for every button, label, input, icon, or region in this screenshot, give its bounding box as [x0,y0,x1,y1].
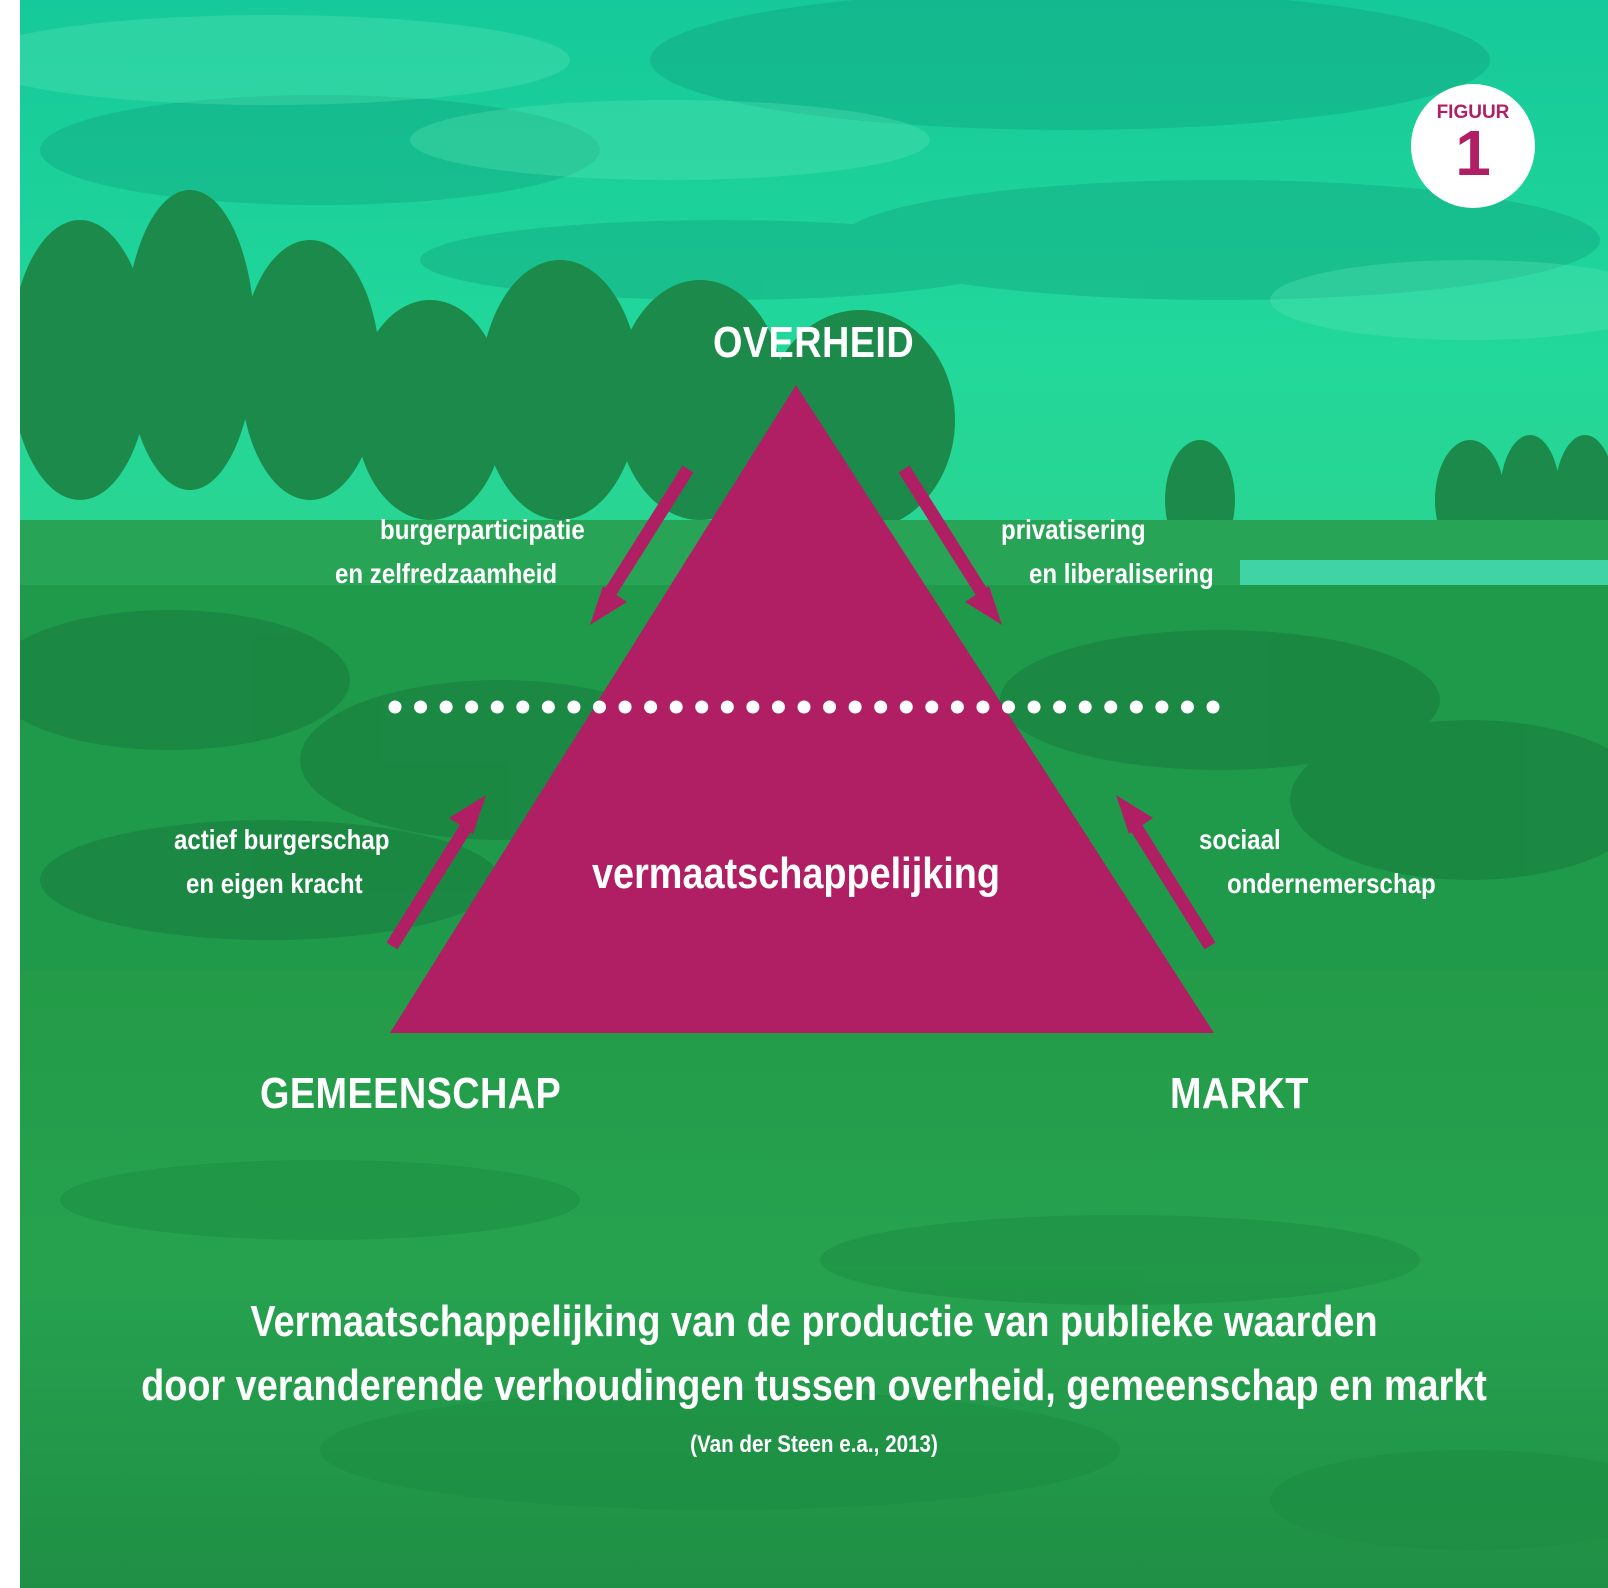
divider-dot [848,700,862,714]
citation: (Van der Steen e.a., 2013) [690,1431,938,1458]
divider-dot [593,700,606,714]
divider-dot [1155,700,1169,714]
label-privatisering: privatisering [1001,514,1146,545]
divider-dot [567,700,581,714]
arrow-top-left [590,465,694,625]
divider-dot [976,700,990,714]
divider-dot [439,700,453,714]
label-ondernemerschap: ondernemerschap [1227,868,1436,899]
clouds-light [20,15,1608,340]
divider-dot [388,700,402,714]
center-label: vermaatschappelijking [591,849,1000,898]
figure-badge-number: 1 [1455,117,1491,189]
divider-dot [771,700,785,714]
divider-dot [541,700,555,714]
divider-dot [1078,700,1092,714]
divider-dot [516,700,530,714]
corner-label-overheid: OVERHEID [713,318,915,367]
grass-texture [60,1160,1608,1550]
label-sociaal: sociaal [1199,824,1281,855]
label-actief-burgerschap: actief burgerschap [174,824,390,855]
divider-dot [1002,700,1015,714]
divider-dot [695,700,709,714]
divider-dot [669,700,683,714]
corner-label-markt: MARKT [1170,1069,1309,1118]
label-eigen-kracht: en eigen kracht [186,868,363,899]
divider-dot [618,700,632,714]
dotted-divider [388,700,1220,714]
divider-dot [720,700,734,714]
label-burgerparticipatie: burgerparticipatie [380,514,585,545]
divider-dot [1104,700,1118,714]
arrow-top-right [898,465,1002,625]
divider-dot [925,700,939,714]
divider-dot [1180,700,1194,714]
divider-dot [823,700,837,714]
figure: FIGUUR 1 OVERHEID GEMEENSCHAP MARKT verm… [20,0,1608,1588]
divider-dot [746,700,760,714]
divider-dot [874,700,888,714]
triangle-diagram [386,385,1220,1033]
clouds [40,0,1600,300]
divider-dot [797,700,811,714]
arrow-bottom-right [1116,795,1216,950]
divider-dot [465,700,479,714]
label-liberalisering: en liberalisering [1029,558,1214,589]
divider-dot [1027,700,1041,714]
divider-dot [1129,700,1143,714]
label-zelfredzaamheid: en zelfredzaamheid [335,558,558,589]
divider-dot [1053,700,1067,714]
divider-dot [1206,700,1220,714]
figure-badge: FIGUUR 1 [1411,84,1535,208]
divider-dot [644,700,658,714]
divider-dot [950,700,964,714]
divider-dot [899,700,913,714]
figure-badge-word: FIGUUR [1436,102,1510,123]
arrow-bottom-left [386,795,486,950]
divider-dot [414,700,428,714]
divider-dot [490,700,504,714]
caption-line-2: door veranderende verhoudingen tussen ov… [141,1361,1487,1410]
caption-line-1: Vermaatschappelijking van de productie v… [250,1297,1378,1346]
corner-label-gemeenschap: GEMEENSCHAP [260,1069,562,1118]
